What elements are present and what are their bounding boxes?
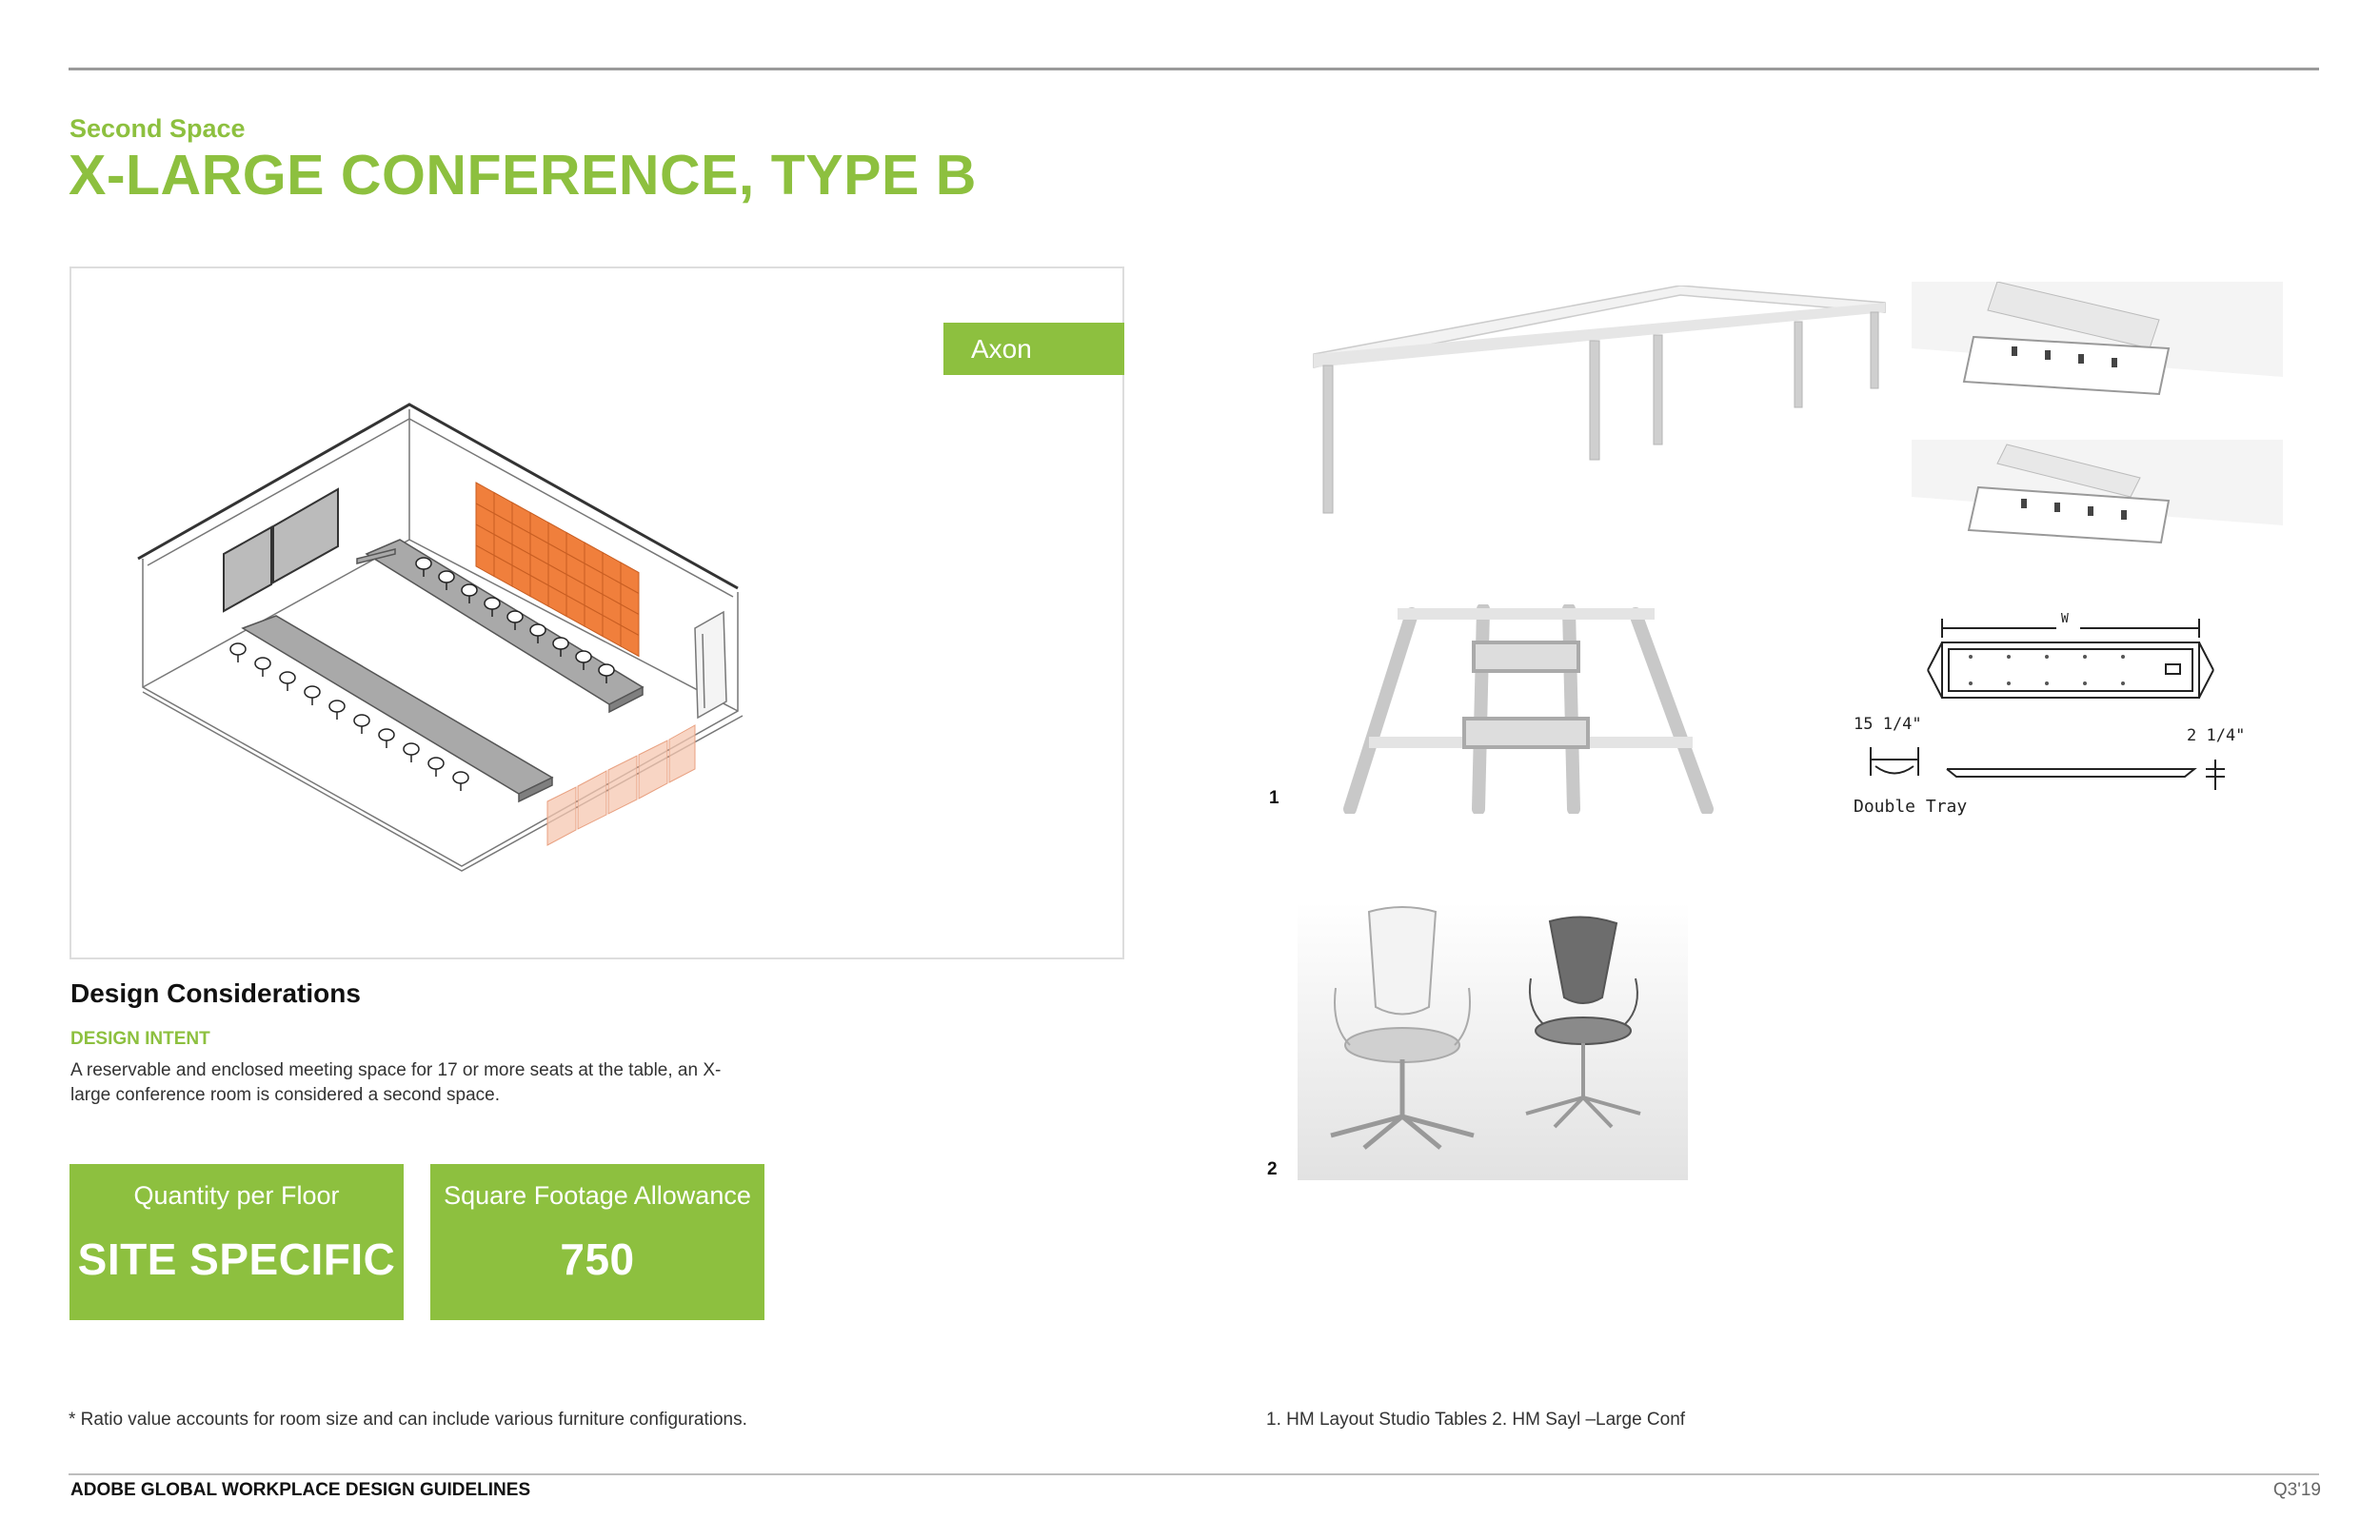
conference-chair (438, 570, 455, 583)
top-divider (69, 68, 2319, 70)
conference-chair (598, 663, 615, 677)
conference-chair (328, 700, 346, 713)
quantity-per-floor-card: Quantity per Floor SITE SPECIFIC (69, 1164, 404, 1320)
furniture-caption: 1. HM Layout Studio Tables 2. HM Sayl –L… (1266, 1410, 1686, 1430)
conference-chair (254, 657, 271, 670)
brand-footer: ADOBE GLOBAL WORKPLACE DESIGN GUIDELINES (70, 1480, 531, 1500)
bottom-divider (69, 1473, 2319, 1475)
acoustic-panel-wall (475, 482, 640, 658)
conference-chair (415, 557, 432, 570)
double-tray-technical-drawing: W 15 1/4" 2 1/4" Double Tray (1854, 612, 2245, 817)
ratio-footnote: * Ratio value accounts for room size and… (69, 1410, 747, 1430)
page-subtitle: Second Space (69, 114, 246, 143)
design-considerations-heading: Design Considerations (70, 978, 361, 1008)
stat-label: Quantity per Floor (133, 1181, 340, 1210)
conference-chair (353, 714, 370, 727)
conference-chair (484, 597, 501, 610)
stat-label: Square Footage Allowance (444, 1181, 751, 1210)
conference-chair (529, 623, 546, 637)
square-footage-card: Square Footage Allowance 750 (430, 1164, 764, 1320)
design-intent-heading: DESIGN INTENT (70, 1029, 210, 1049)
conference-chair (229, 642, 247, 656)
axon-room-drawing (137, 403, 744, 872)
item-number-2: 2 (1267, 1159, 1278, 1179)
conference-chair (279, 671, 296, 684)
tray-depth-label: 2 1/4" (2187, 726, 2245, 745)
design-intent-text: A reservable and enclosed meeting space … (70, 1060, 722, 1105)
power-module-open-image (1912, 282, 2283, 420)
conference-chair (452, 771, 469, 784)
axon-tag: Axon (943, 323, 1124, 375)
conference-chair (552, 637, 569, 650)
axon-drawing-frame (69, 267, 1124, 959)
tray-width-label: W (2061, 612, 2069, 626)
tray-height-label: 15 1/4" (1854, 715, 1922, 734)
conference-chair (427, 757, 445, 770)
conference-chair (506, 610, 524, 623)
issue-label: Q3'19 (2272, 1480, 2321, 1500)
stat-value: SITE SPECIFIC (77, 1234, 396, 1284)
power-module-closed-image (1912, 440, 2283, 578)
item-number-1: 1 (1269, 788, 1279, 808)
page-title: X-LARGE CONFERENCE, TYPE B (69, 144, 977, 207)
sayl-chairs-image (1298, 902, 1688, 1180)
conference-chair (378, 728, 395, 741)
table-frame-cable-tray-image (1340, 604, 1721, 814)
layout-studio-table-image (1313, 286, 1886, 514)
conference-chair (304, 685, 321, 699)
conference-chair (403, 742, 420, 756)
conference-chair (575, 650, 592, 663)
stat-value: 750 (560, 1234, 635, 1284)
tray-label: Double Tray (1854, 797, 1967, 817)
conference-chair (461, 583, 478, 597)
